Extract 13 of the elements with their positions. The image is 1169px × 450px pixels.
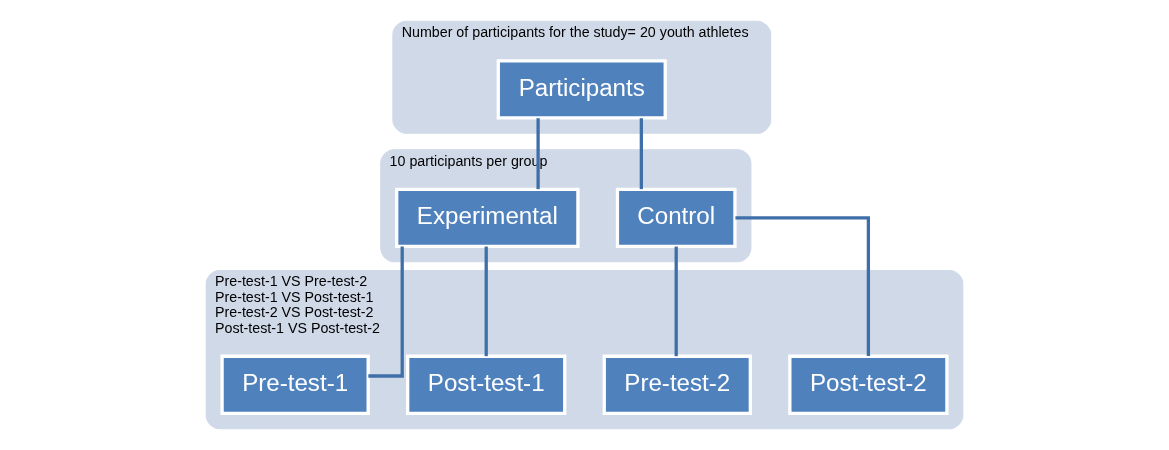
node-box: Experimental	[395, 187, 580, 249]
node-box: Post-test-2	[788, 354, 949, 415]
connector	[639, 118, 643, 190]
node-box: Pre-test-1	[220, 354, 370, 415]
node-box: Control	[615, 187, 737, 249]
connector	[484, 246, 488, 357]
connector	[536, 118, 540, 190]
node-box: Pre-test-2	[602, 354, 752, 415]
node-box: Post-test-1	[406, 354, 567, 415]
node-box: Participants	[496, 59, 667, 120]
connector	[368, 246, 404, 378]
connector	[674, 246, 678, 357]
connector	[735, 216, 871, 357]
